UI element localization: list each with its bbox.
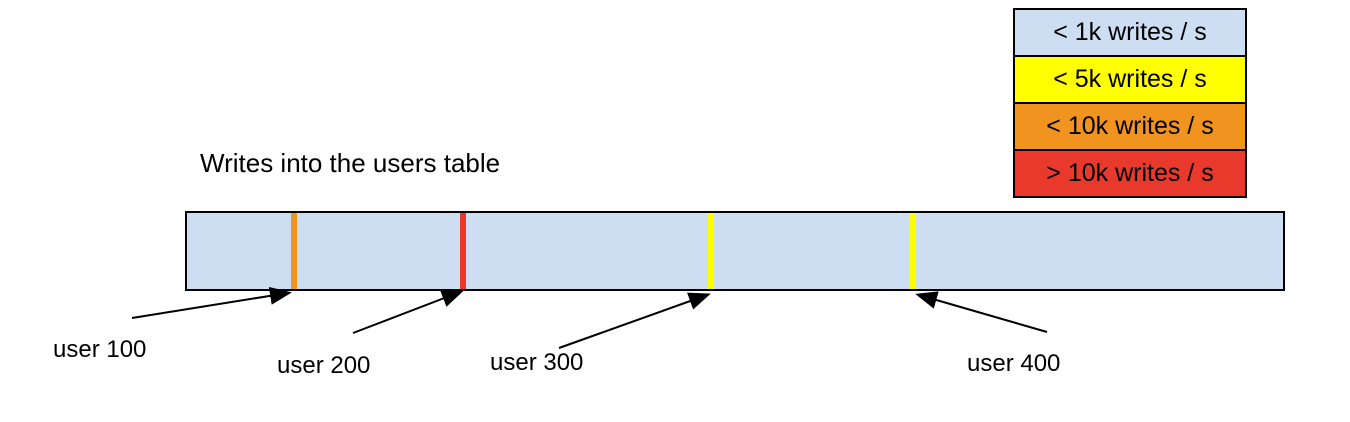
diagram-title: Writes into the users table	[200, 148, 501, 178]
legend: < 1k writes / s< 5k writes / s< 10k writ…	[1013, 8, 1247, 198]
annotation-arrow-user-100	[131, 286, 292, 319]
hotspot-marker-user-200	[460, 213, 466, 289]
legend-item-1: < 5k writes / s	[1013, 55, 1247, 104]
legend-item-2: < 10k writes / s	[1013, 102, 1247, 151]
user-label-user-200: user 200	[277, 352, 371, 379]
users-table-bar	[185, 211, 1285, 291]
hotspot-marker-user-100	[291, 213, 297, 289]
annotation-arrow-user-300	[558, 292, 711, 349]
user-label-user-300: user 300	[490, 349, 584, 376]
annotation-arrow-user-400	[915, 291, 1048, 333]
annotation-arrow-user-200	[352, 290, 464, 334]
legend-item-0: < 1k writes / s	[1013, 8, 1247, 57]
user-label-user-100: user 100	[53, 336, 147, 363]
hotspot-marker-user-400	[910, 213, 916, 289]
user-label-user-400: user 400	[967, 350, 1061, 377]
hotspot-marker-user-300	[708, 213, 714, 289]
legend-item-3: > 10k writes / s	[1013, 149, 1247, 198]
